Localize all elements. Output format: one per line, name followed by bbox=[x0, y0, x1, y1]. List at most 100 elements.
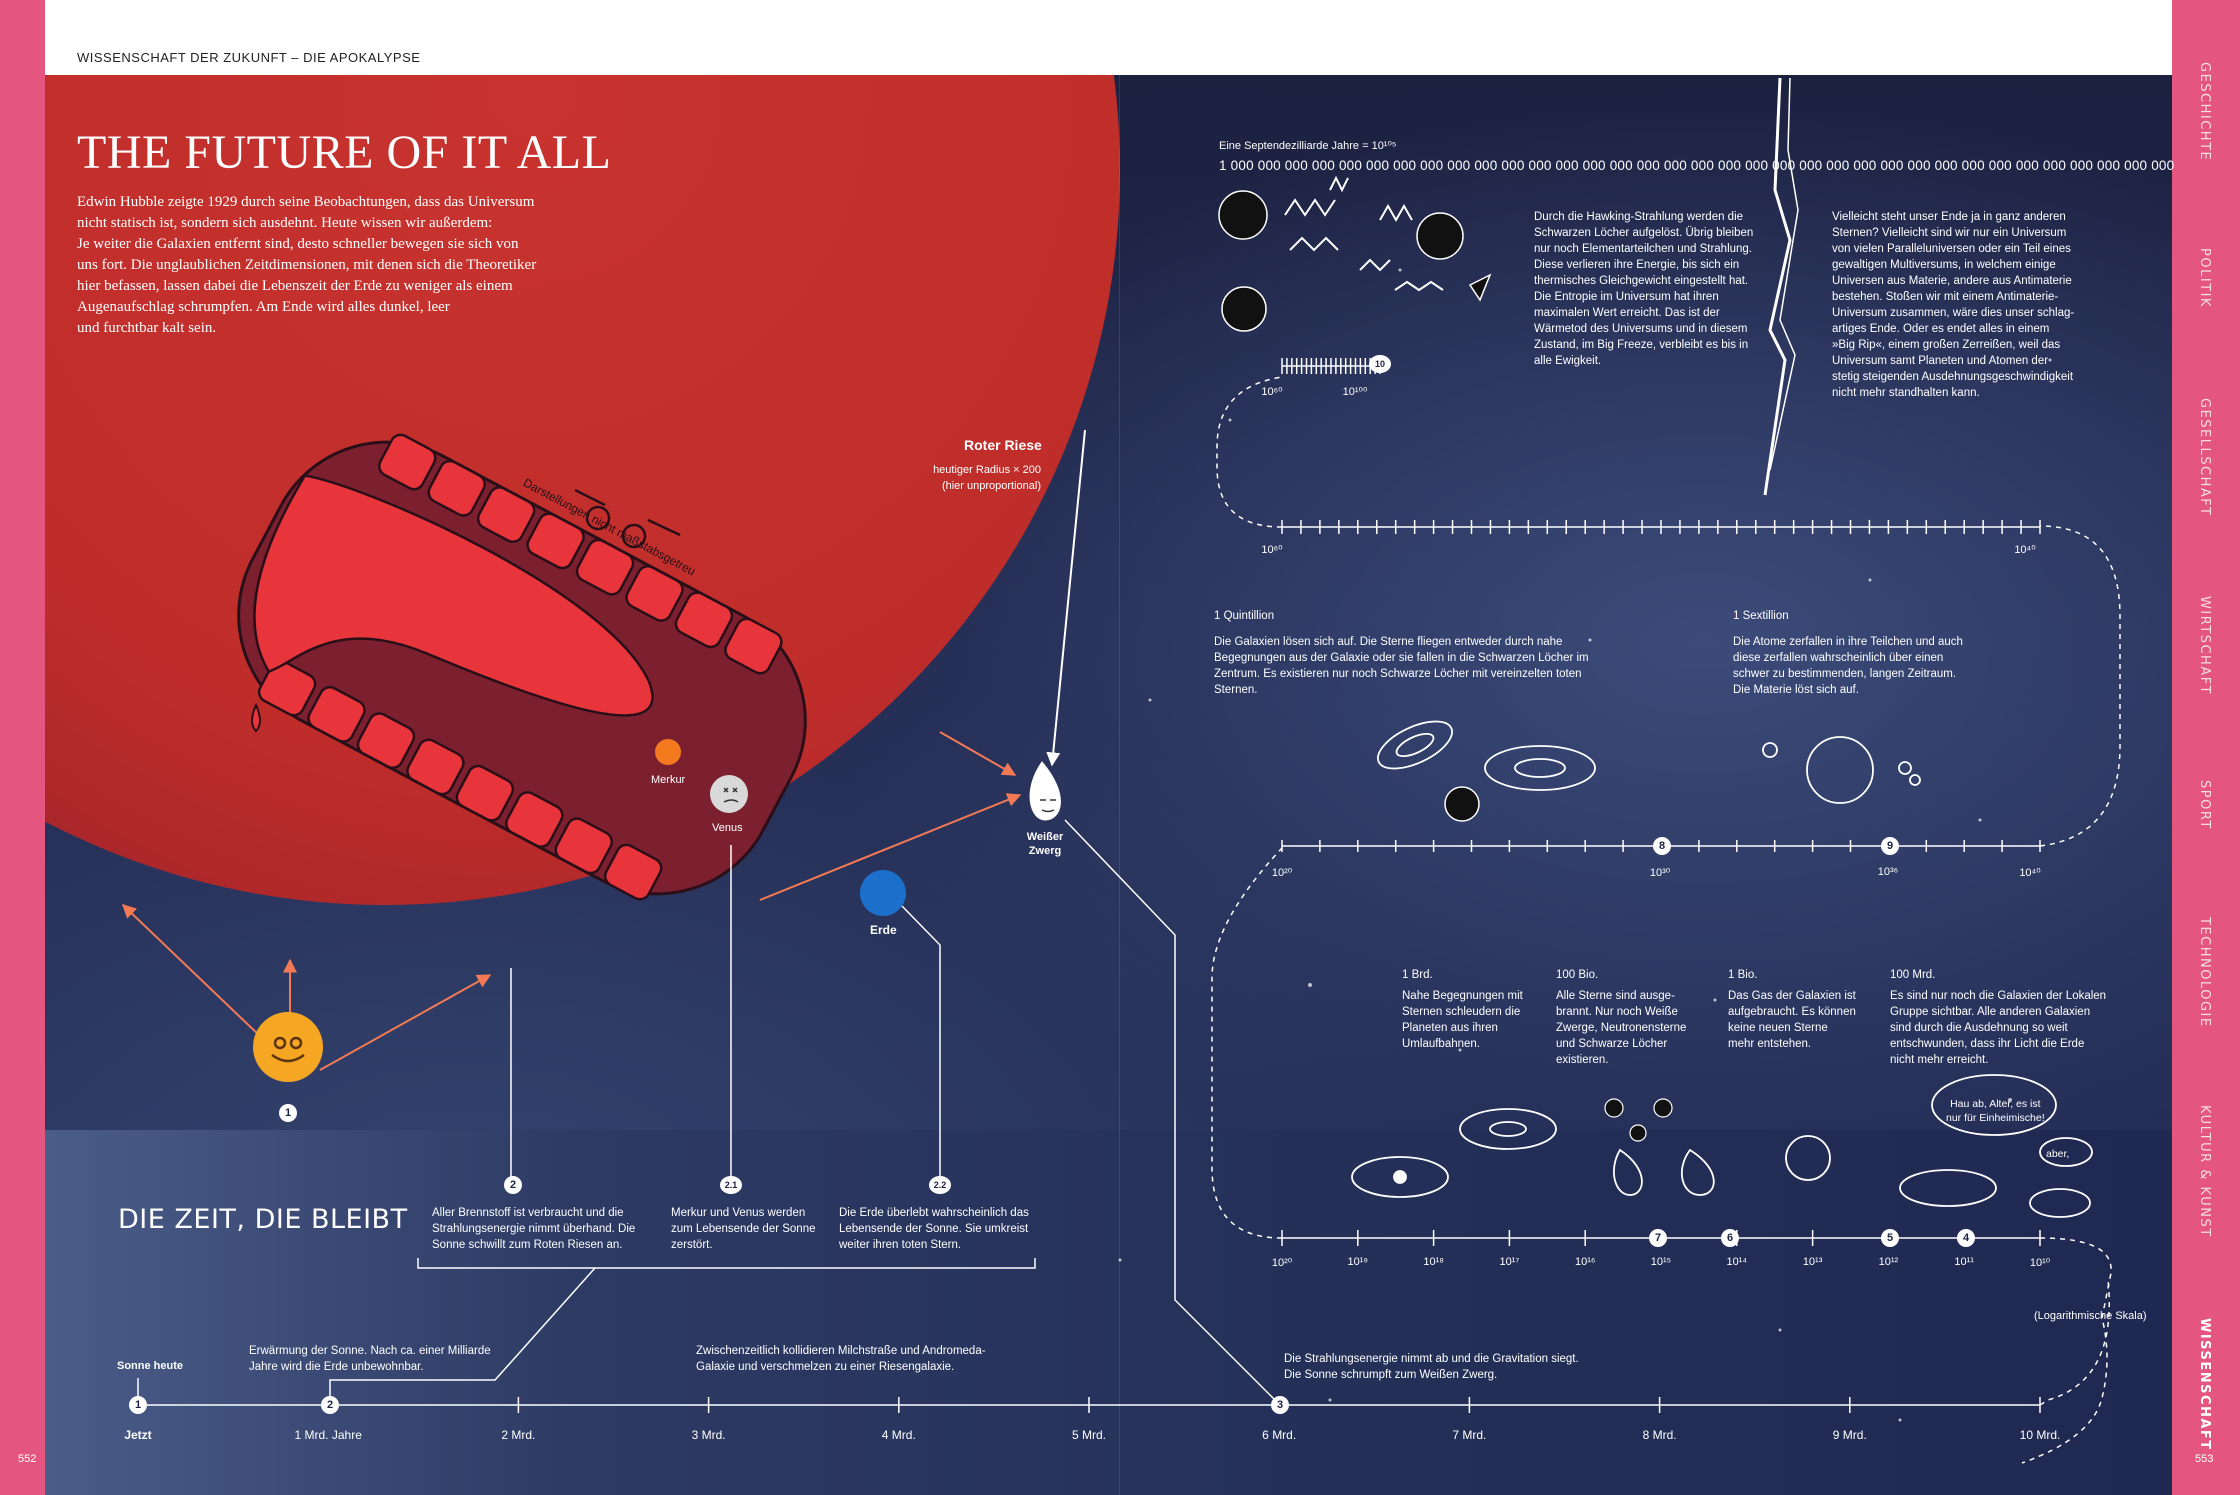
right-edge-strip bbox=[2172, 0, 2240, 1495]
row2-col2-body: Die Atome zerfallen in ihre Teilchen und… bbox=[1733, 636, 1963, 696]
timeline-marker: 3 bbox=[1271, 1396, 1289, 1414]
timeline-marker: 1 bbox=[279, 1104, 297, 1122]
running-header: WISSENSCHAFT DER ZUKUNFT – DIE APOKALYPS… bbox=[77, 50, 421, 65]
bottom-axis-tick: 4 Mrd. bbox=[881, 1428, 916, 1442]
merkur-planet bbox=[655, 739, 681, 765]
timeline-marker: 7 bbox=[1649, 1229, 1667, 1247]
row1-axis-tick: 10⁴⁰ bbox=[2014, 544, 2036, 556]
row2-col1-body: Die Galaxien lösen sich auf. Die Sterne … bbox=[1214, 636, 1589, 696]
sun-face bbox=[253, 1012, 323, 1082]
event-3-text: Die Strahlungsenergie nimmt ab und die G… bbox=[1284, 1353, 1579, 1381]
collision-text: Zwischenzeitlich kollidieren Milchstraße… bbox=[696, 1345, 986, 1373]
top-header: Eine Septendezilliarde Jahre = 10¹⁰⁵ bbox=[1219, 140, 1397, 152]
row2-axis-tick: 10³⁰ bbox=[1649, 867, 1671, 879]
erde-planet bbox=[860, 870, 906, 916]
big-rip-crack bbox=[1763, 77, 1792, 496]
bottom-axis-tick: 7 Mrd. bbox=[1452, 1428, 1487, 1442]
page-title: THE FUTURE OF IT ALL bbox=[77, 126, 612, 179]
row3-col1-body: Nahe Begegnungen mit Sternen schleudern … bbox=[1402, 990, 1523, 1050]
multiverse-text: Vielleicht steht unser Ende ja in ganz a… bbox=[1832, 211, 2075, 399]
venus-planet bbox=[710, 775, 748, 813]
timeline-marker: 9 bbox=[1881, 837, 1899, 855]
bottom-axis-tick: 2 Mrd. bbox=[501, 1428, 536, 1442]
event-2-1-text: Merkur und Venus werden zum Lebensende d… bbox=[671, 1207, 816, 1251]
page-number-left: 552 bbox=[18, 1453, 37, 1465]
page-number-right: 553 bbox=[2195, 1453, 2214, 1465]
drip bbox=[251, 702, 261, 733]
bottom-axis-tick: Jetzt bbox=[124, 1428, 152, 1442]
timeline-marker: 5 bbox=[1881, 1229, 1899, 1247]
row3-axis-tick: 10¹⁶ bbox=[1574, 1256, 1596, 1268]
white-dwarf-label: Weißer Zwerg bbox=[1026, 831, 1064, 857]
erde-label: Erde bbox=[870, 923, 897, 937]
row3-axis-tick: 10¹⁰ bbox=[2029, 1257, 2051, 1269]
sun-today-label: Sonne heute bbox=[117, 1360, 184, 1372]
event-2-text: Aller Brennstoff ist verbraucht und die … bbox=[432, 1207, 636, 1251]
bottom-timeline bbox=[137, 1378, 2041, 1413]
warming-text: Erwärmung der Sonne. Nach ca. einer Mill… bbox=[249, 1345, 491, 1373]
row2-col1-head: 1 Quintillion bbox=[1214, 610, 1275, 622]
row2-axis-tick: 10²⁰ bbox=[1271, 867, 1293, 879]
timeline-marker-2: 2 bbox=[321, 1396, 339, 1414]
speech-bubble-1: Hau ab, Alter, es ist nur für Einheimisc… bbox=[1946, 1098, 2045, 1124]
timeline-marker: 2.2 bbox=[929, 1176, 951, 1194]
venus-label: Venus bbox=[712, 822, 743, 834]
left-edge-strip bbox=[0, 0, 45, 1495]
row2-axis-tick: 10³⁶ bbox=[1877, 866, 1899, 878]
bottom-axis-tick: 3 Mrd. bbox=[691, 1428, 726, 1442]
bottom-axis-tick: 6 Mrd. bbox=[1262, 1428, 1297, 1442]
hawking-zigzags bbox=[1284, 175, 1444, 292]
hawking-text: Durch die Hawking-Strahlung werden die S… bbox=[1534, 211, 1754, 367]
timeline-marker: 4 bbox=[1957, 1229, 1975, 1247]
row3-axis-tick: 10¹⁴ bbox=[1726, 1256, 1748, 1268]
row3-col2-head: 100 Bio. bbox=[1556, 969, 1599, 981]
row3-axis-tick: 10¹⁸ bbox=[1423, 1256, 1444, 1268]
bottom-axis-tick: 5 Mrd. bbox=[1071, 1428, 1107, 1442]
row3-axis-tick: 10¹⁷ bbox=[1499, 1256, 1520, 1268]
bottom-band bbox=[45, 1130, 2172, 1495]
event-2-2-text: Die Erde überlebt wahrscheinlich das Leb… bbox=[839, 1207, 1029, 1251]
row3-col3-body: Das Gas der Galaxien ist aufgebraucht. E… bbox=[1728, 990, 1856, 1050]
stars bbox=[1118, 268, 2052, 1422]
row3-col1-head: 1 Brd. bbox=[1402, 969, 1433, 981]
timeline-marker: 6 bbox=[1721, 1229, 1739, 1247]
infographic-spread bbox=[45, 75, 2172, 1495]
row0-axis bbox=[1281, 358, 1381, 374]
row1-axis bbox=[1281, 520, 2041, 534]
red-giant-subtitle: heutiger Radius × 200 (hier unproportion… bbox=[933, 464, 1041, 492]
row3-doodles bbox=[1351, 1074, 2093, 1218]
row1-axis-tick: 10⁶⁰ bbox=[1261, 544, 1283, 556]
row3-axis-tick: 10¹² bbox=[1878, 1256, 1899, 1268]
bottom-axis-tick: 8 Mrd. bbox=[1642, 1428, 1677, 1442]
merkur-label: Merkur bbox=[651, 774, 686, 786]
red-giant-mouth bbox=[237, 433, 807, 901]
timeline-marker: 8 bbox=[1653, 837, 1671, 855]
row3-axis-tick: 10¹¹ bbox=[1954, 1256, 1974, 1268]
page-gutter bbox=[1119, 75, 1120, 1495]
log-scale-note: (Logarithmische Skala) bbox=[2034, 1310, 2147, 1322]
row3-axis-tick: 10²⁰ bbox=[1271, 1257, 1293, 1269]
section-heading: DIE ZEIT, DIE BLEIBT bbox=[118, 1204, 408, 1235]
timeline-marker: 10 bbox=[1369, 355, 1391, 373]
bottom-axis-tick: 9 Mrd. bbox=[1832, 1428, 1867, 1442]
row0-axis-tick: 10⁶⁰ bbox=[1261, 386, 1283, 398]
row3-col3-head: 1 Bio. bbox=[1728, 969, 1758, 981]
white-dwarf bbox=[1029, 761, 1061, 821]
red-giant-title: Roter Riese bbox=[964, 437, 1042, 453]
bottom-axis-tick: 10 Mrd. bbox=[2019, 1428, 2061, 1442]
zeros-line: 1 000 000 000 000 000 000 000 000 000 00… bbox=[1219, 158, 2175, 173]
row3-col4-head: 100 Mrd. bbox=[1890, 969, 1936, 981]
timeline-marker: 2.1 bbox=[720, 1176, 742, 1194]
row3-col2-body: Alle Sterne sind ausge- brannt. Nur noch… bbox=[1556, 990, 1687, 1066]
speech-bubble-2: aber, bbox=[2046, 1148, 2070, 1160]
row3-col4-body: Es sind nur noch die Galaxien der Lokale… bbox=[1890, 990, 2107, 1066]
row3-axis-tick: 10¹³ bbox=[1802, 1256, 1823, 1268]
black-holes-doodle bbox=[1218, 190, 1492, 332]
galaxy-doodles bbox=[1377, 720, 1921, 804]
row3-axis-tick: 10¹⁹ bbox=[1347, 1256, 1369, 1268]
row0-axis-tick: 10¹⁰⁰ bbox=[1342, 386, 1368, 398]
row3-axis-tick: 10¹⁵ bbox=[1650, 1256, 1672, 1268]
intro-text: Edwin Hubble zeigte 1929 durch seine Beo… bbox=[77, 194, 537, 336]
bottom-axis-tick: 1 Mrd. Jahre bbox=[294, 1428, 362, 1442]
